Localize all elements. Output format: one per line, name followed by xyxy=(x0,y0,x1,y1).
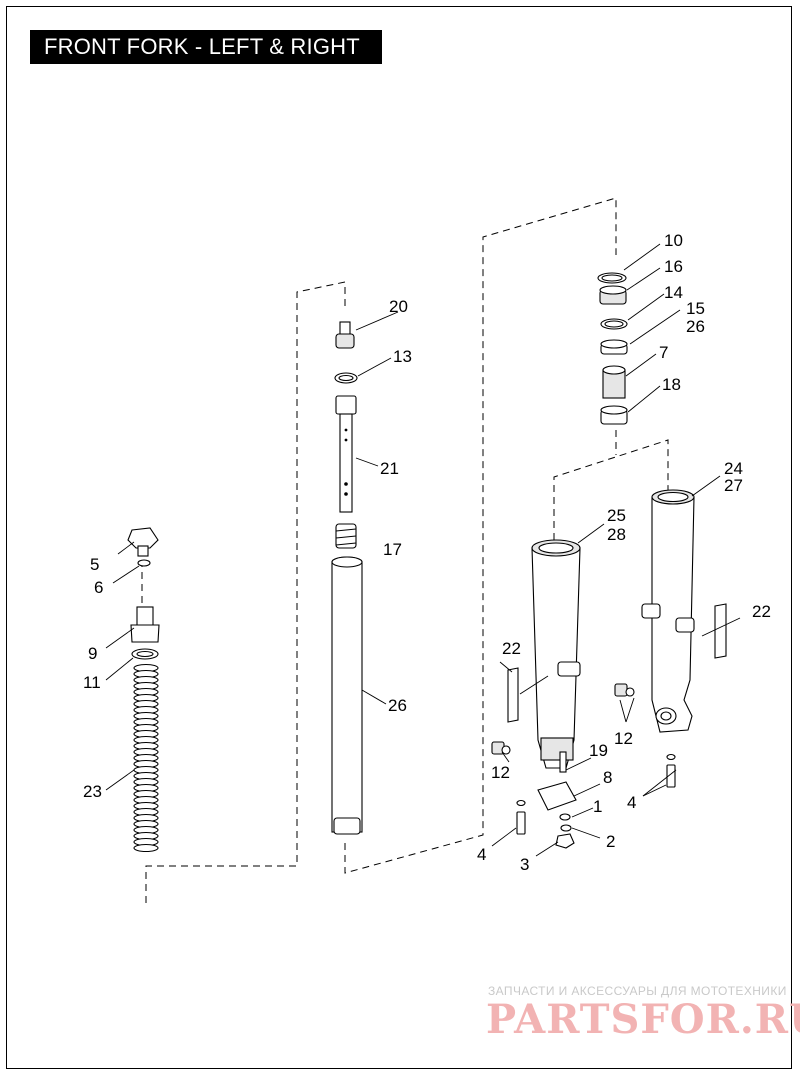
callout-18: 18 xyxy=(662,375,681,394)
callout-19: 19 xyxy=(589,741,608,760)
part-22-decal-left xyxy=(507,667,519,723)
callout-22-right: 22 xyxy=(752,602,771,621)
callout-4-right: 4 xyxy=(627,793,636,812)
callout-2: 2 xyxy=(606,832,615,851)
callout-26-tube: 26 xyxy=(388,696,407,715)
part-5-cap-bolt xyxy=(127,527,159,557)
part-2-lockwasher xyxy=(560,824,572,832)
callout-7: 7 xyxy=(659,343,668,362)
part-7-bushing xyxy=(602,365,626,399)
part-15-bushing xyxy=(600,339,628,355)
part-1-washer xyxy=(559,813,571,821)
part-6-oring xyxy=(137,559,151,567)
callout-23: 23 xyxy=(83,782,102,801)
callout-25: 25 xyxy=(607,506,626,525)
diagram-frame xyxy=(6,6,792,1069)
part-12-plug-right xyxy=(614,683,635,697)
callout-14: 14 xyxy=(664,283,683,302)
leader-lines xyxy=(105,243,741,857)
callout-8: 8 xyxy=(603,768,612,787)
callout-12-right: 12 xyxy=(614,729,633,748)
callout-22-left: 22 xyxy=(502,639,521,658)
callout-24: 24 xyxy=(724,459,743,478)
part-20-adjuster xyxy=(335,321,355,349)
part-24-27-right-slider xyxy=(641,489,695,733)
part-4-bolt-right xyxy=(666,753,676,788)
part-18-bushing xyxy=(600,405,628,425)
callout-13: 13 xyxy=(393,347,412,366)
part-14-washer xyxy=(600,318,628,330)
callout-17: 17 xyxy=(383,540,402,559)
part-25-28-left-slider xyxy=(531,539,581,769)
part-3-nut xyxy=(555,833,575,849)
callout-4-left: 4 xyxy=(477,845,486,864)
part-11-washer xyxy=(131,648,159,660)
part-4-bolt-left xyxy=(516,799,526,835)
callout-6: 6 xyxy=(94,578,103,597)
part-23-fork-spring xyxy=(133,663,159,853)
watermark-caption: ЗАПЧАСТИ И АКСЕССУАРЫ ДЛЯ МОТОТЕХНИКИ xyxy=(488,984,787,998)
callout-3: 3 xyxy=(520,855,529,874)
callout-27: 27 xyxy=(724,476,743,495)
page-title: FRONT FORK - LEFT & RIGHT xyxy=(30,30,382,64)
spring-coil xyxy=(133,843,159,853)
part-10-retaining-ring xyxy=(597,272,627,284)
callout-11: 11 xyxy=(83,673,101,692)
callout-21: 21 xyxy=(380,459,399,478)
part-12-plug-left xyxy=(491,741,511,755)
assembly-dashed-lines xyxy=(141,197,669,903)
part-17-spring xyxy=(335,523,357,549)
callout-labels: 10 16 14 15 26 7 18 20 13 21 17 26 5 6 9… xyxy=(83,231,771,874)
part-22-decal-right xyxy=(714,603,727,659)
part-16-seal xyxy=(599,285,627,305)
callout-5: 5 xyxy=(90,555,99,574)
part-8-axle-cap xyxy=(537,781,577,811)
part-9-spacer xyxy=(130,606,160,643)
callout-26-top: 26 xyxy=(686,317,705,336)
watermark-logo: PARTSFOR.RU xyxy=(486,996,800,1043)
callout-9: 9 xyxy=(88,644,97,663)
callout-10: 10 xyxy=(664,231,683,250)
callout-20: 20 xyxy=(389,297,408,316)
part-19-stud xyxy=(559,751,567,773)
callout-28: 28 xyxy=(607,525,626,544)
callout-16: 16 xyxy=(664,257,683,276)
part-13-ring xyxy=(334,372,358,384)
part-21-damper-rod xyxy=(335,395,357,513)
callout-12-left: 12 xyxy=(491,763,510,782)
callout-1: 1 xyxy=(593,797,602,816)
part-26-fork-tube xyxy=(331,556,363,835)
callout-15: 15 xyxy=(686,299,705,318)
